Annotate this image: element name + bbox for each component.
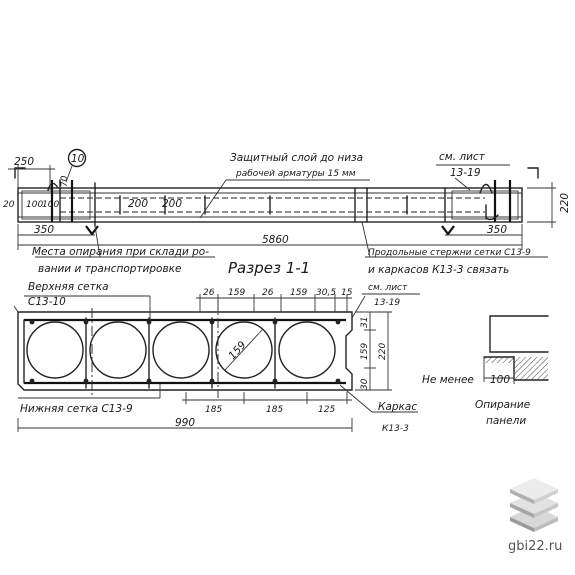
support-caption-2: панели: [486, 415, 526, 427]
lower-mesh-label: Нижняя сетка С13-9: [20, 403, 133, 415]
circle-ref-10: 10: [71, 153, 85, 165]
dim-220-section: 220: [378, 343, 388, 360]
frame-label-2: К13-3: [382, 424, 409, 434]
panel-top-view: 250 10 70 20 100 100 200 200 350 350 586…: [3, 148, 571, 276]
supports-line-1: Места опирания при склади ро-: [32, 246, 209, 258]
dim-250: 250: [14, 156, 34, 168]
section-title: Разрез 1-1: [228, 259, 310, 277]
dim-185-a: 185: [205, 405, 222, 415]
supports-line-2: вании и транспортировке: [38, 263, 181, 275]
protective-layer-line-2: рабочей арматуры 15 мм: [235, 169, 356, 179]
dim-220-top: 220: [559, 193, 571, 213]
dim-15: 15: [341, 288, 353, 298]
dim-159-vertical: 159: [360, 343, 370, 360]
protective-layer-line-1: Защитный слой до низа: [230, 152, 363, 164]
dim-159-a: 159: [228, 288, 245, 298]
dim-185-b: 185: [266, 405, 283, 415]
support-detail: Не менее 100 Опирание панели: [422, 315, 549, 427]
dim-70: 70: [60, 175, 70, 187]
stacked-slabs-icon: [510, 478, 558, 532]
dim-990: 990: [175, 417, 195, 429]
dim-350-left: 350: [34, 224, 54, 236]
not-less-value: 100: [490, 374, 510, 386]
see-sheet-top-1: см. лист: [439, 151, 486, 163]
dim-159-b: 159: [290, 288, 307, 298]
dim-30: 30: [360, 378, 370, 390]
rods-line-1: Продольные стержни сетки С13-9: [368, 248, 531, 258]
dim-26-b: 26: [262, 288, 274, 298]
dim-20: 20: [3, 200, 15, 210]
dim-350-right: 350: [487, 224, 507, 236]
dim-100-a: 100: [26, 200, 43, 210]
not-less-label: Не менее: [422, 374, 474, 386]
see-sheet-section-1: см. лист: [368, 283, 408, 293]
rods-line-2: и каркасов К13-3 связать: [368, 264, 509, 276]
dim-100-b: 100: [42, 200, 59, 210]
watermark-text: gbi22.ru: [508, 539, 562, 554]
watermark: gbi22.ru: [508, 478, 562, 554]
dim-30-5: 30,5: [316, 288, 336, 298]
dim-5860: 5860: [262, 234, 289, 246]
dim-159-diameter: 159: [226, 339, 249, 362]
dim-26-a: 26: [203, 288, 215, 298]
see-sheet-section-2: 13-19: [374, 298, 400, 308]
dim-125: 125: [318, 405, 335, 415]
see-sheet-top-2: 13-19: [450, 167, 481, 179]
dim-200-a: 200: [128, 198, 148, 210]
panel-cross-section: 159 26 159 26 159 30,5 15 Верхняя сетка …: [13, 281, 420, 434]
frame-label-1: Каркас: [378, 401, 417, 413]
support-caption-1: Опирание: [475, 399, 530, 411]
upper-mesh-line-1: Верхняя сетка: [28, 281, 109, 293]
dim-31: 31: [360, 317, 370, 328]
upper-mesh-line-2: С13-10: [28, 296, 66, 308]
dim-200-b: 200: [162, 198, 182, 210]
